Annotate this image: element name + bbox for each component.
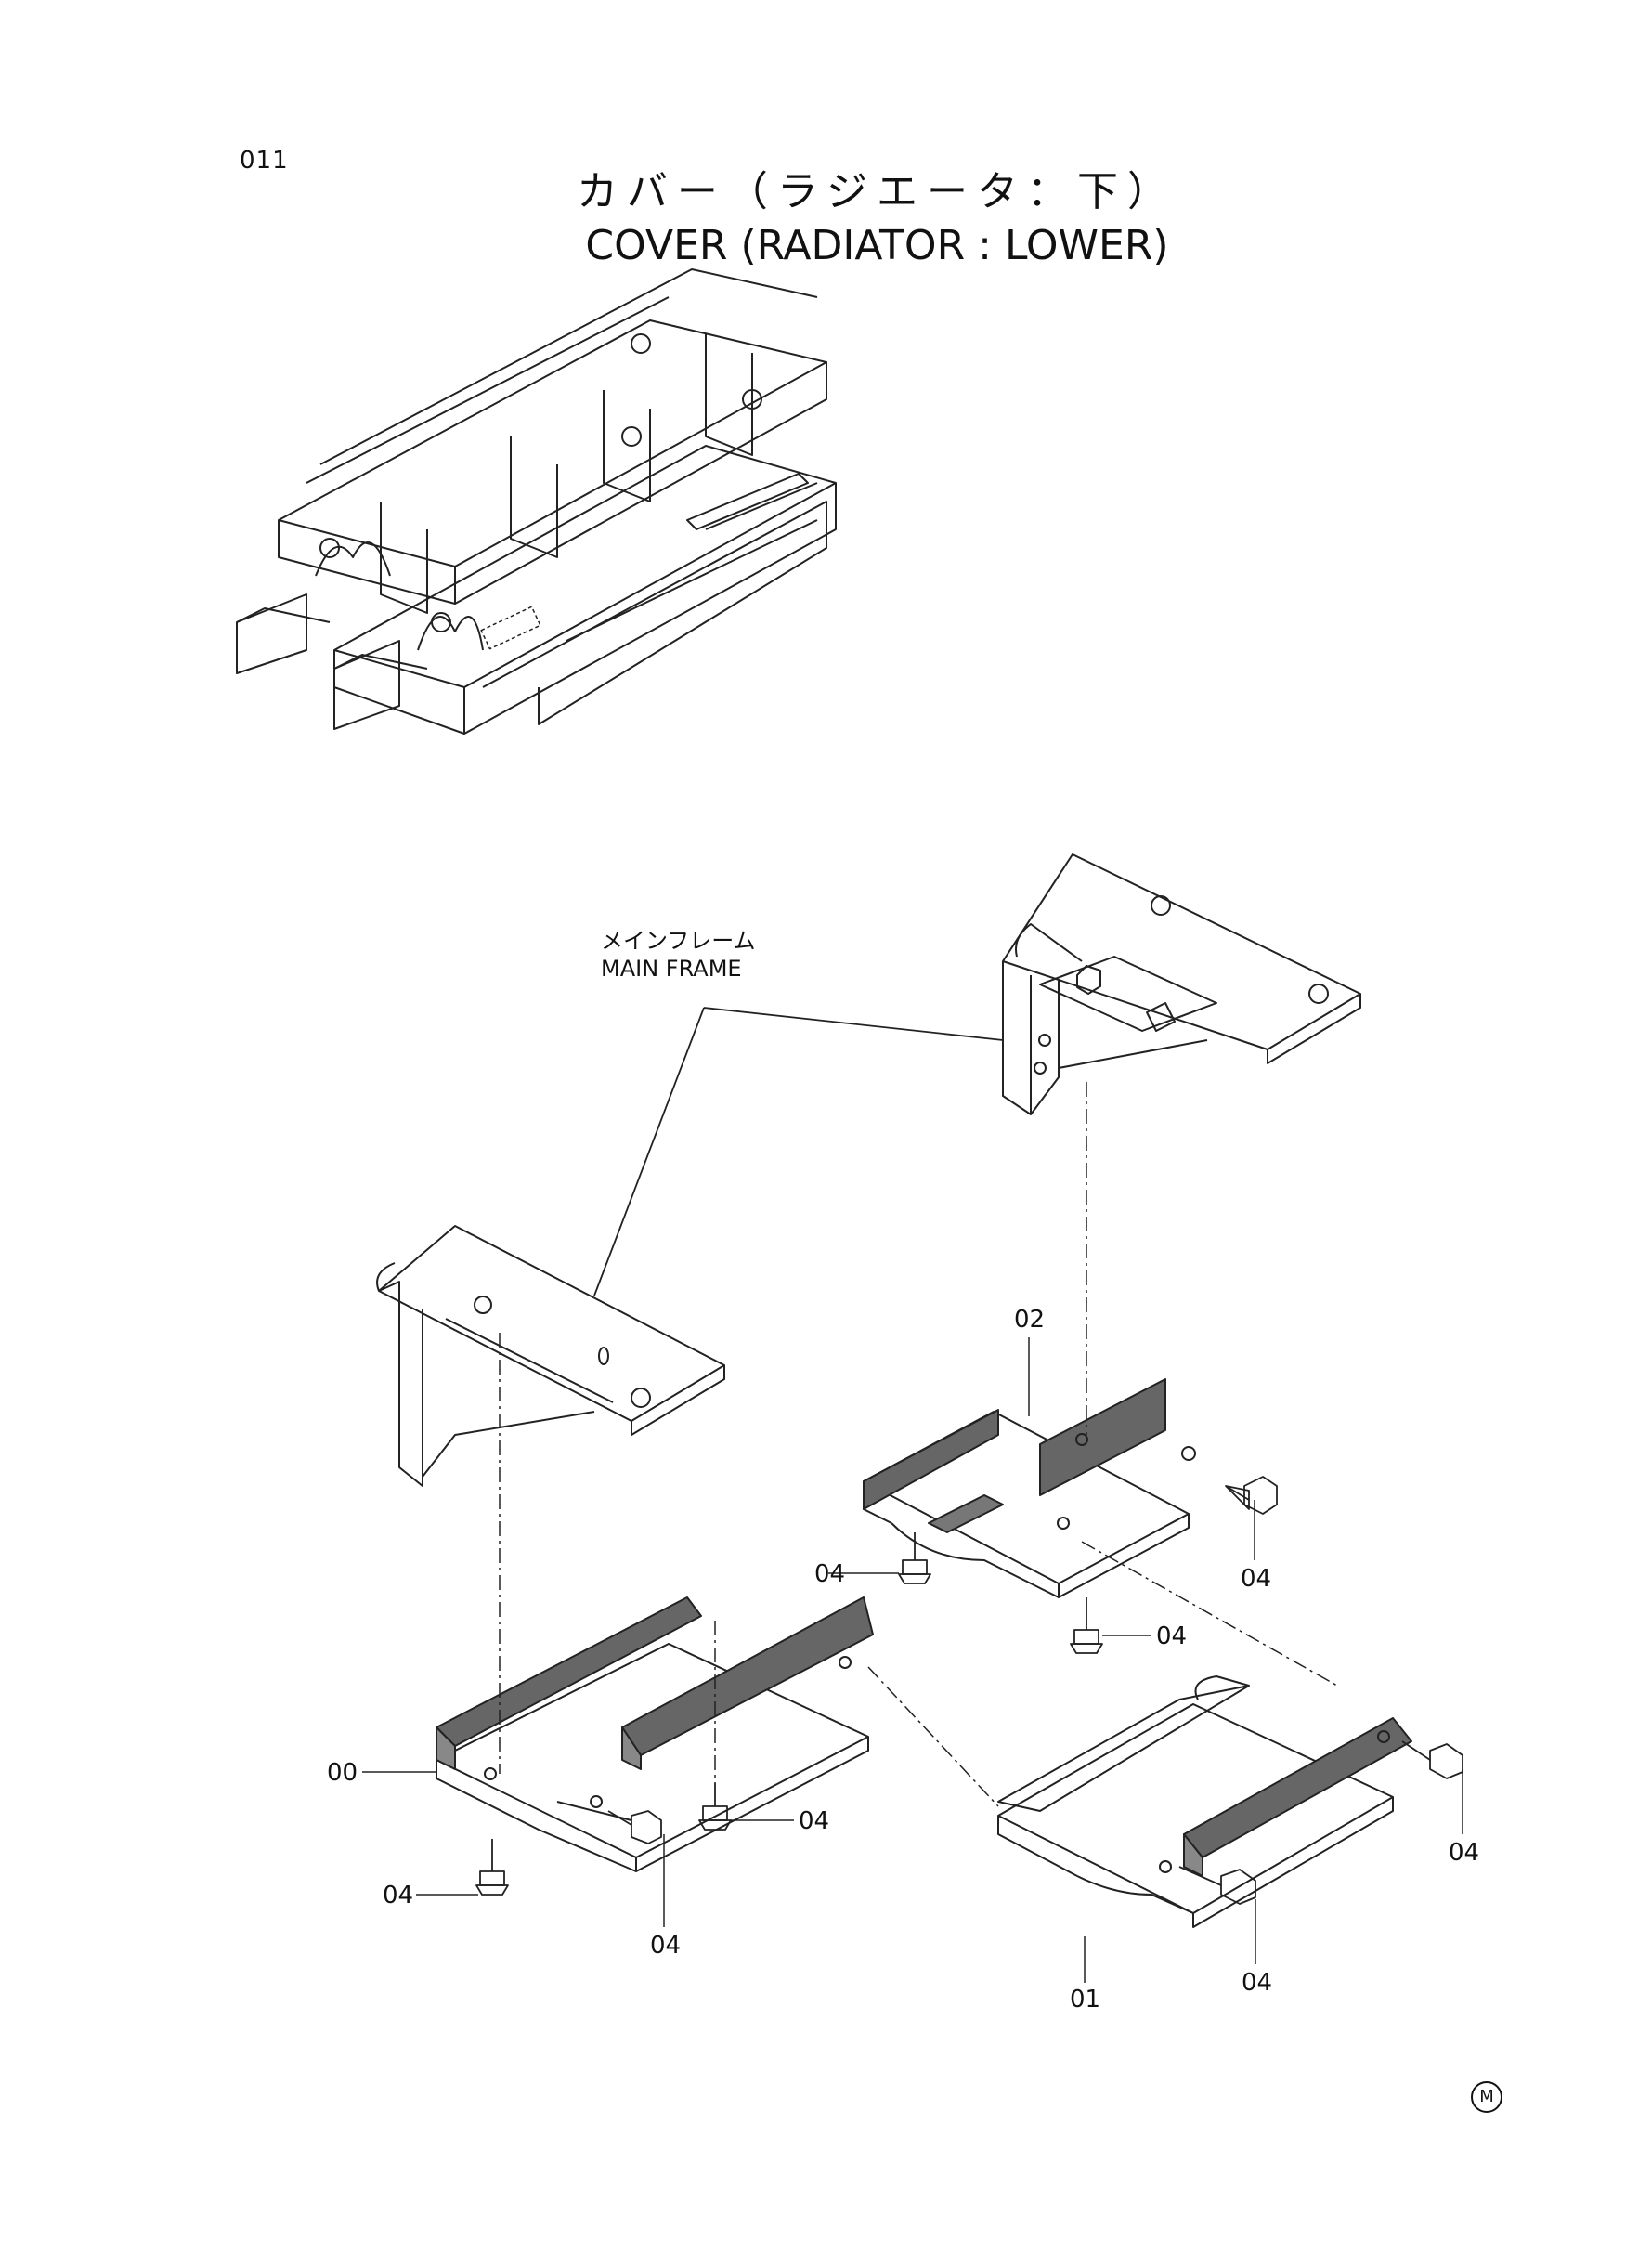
page-number: 011 (240, 147, 289, 175)
main-frame-label-english: MAIN FRAME (601, 956, 742, 982)
callout-04: 04 (1242, 1969, 1273, 1997)
callout-02: 02 (1014, 1306, 1046, 1334)
callout-04: 04 (814, 1560, 846, 1588)
main-frame-bracket-lower-left (376, 1225, 725, 1487)
alignment-lines (499, 1082, 1338, 1807)
title-english: COVER (RADIATOR : LOWER) (585, 222, 1169, 269)
title-block: カバー（ラジエータ：下） COVER (RADIATOR : LOWER) (0, 165, 1652, 273)
callout-01: 01 (1070, 1986, 1101, 2013)
main-frame-label-japanese: メインフレーム (601, 928, 756, 954)
cover-part-01 (997, 1675, 1412, 1928)
bolt-icon (698, 1783, 732, 1831)
overview-frame-sketch (236, 268, 837, 735)
callout-leaders (362, 1337, 1463, 1983)
callout-04: 04 (383, 1882, 414, 1909)
bolt-icon (607, 1810, 662, 1844)
bolt-icon (898, 1532, 931, 1584)
main-frame-leader (593, 1007, 1004, 1296)
callout-04: 04 (1241, 1565, 1272, 1593)
callout-04: 04 (650, 1932, 682, 1960)
corner-mark: M (1471, 2081, 1502, 2113)
callout-04: 04 (1449, 1839, 1480, 1867)
main-frame-bracket-upper (1002, 853, 1361, 1115)
bolt-icon (1070, 1597, 1103, 1654)
callout-00: 00 (327, 1759, 358, 1787)
callout-04: 04 (799, 1807, 830, 1835)
cover-part-02 (863, 1378, 1196, 1598)
bolt-icon (475, 1839, 509, 1896)
bolt-icon-group (475, 1476, 1463, 1905)
callout-04: 04 (1156, 1622, 1188, 1650)
cover-part-00 (436, 1596, 874, 1872)
bolt-icon (1225, 1476, 1278, 1515)
title-japanese: カバー（ラジエータ：下） (576, 168, 1178, 215)
bolt-icon (1178, 1866, 1256, 1905)
bolt-icon (1401, 1740, 1463, 1779)
